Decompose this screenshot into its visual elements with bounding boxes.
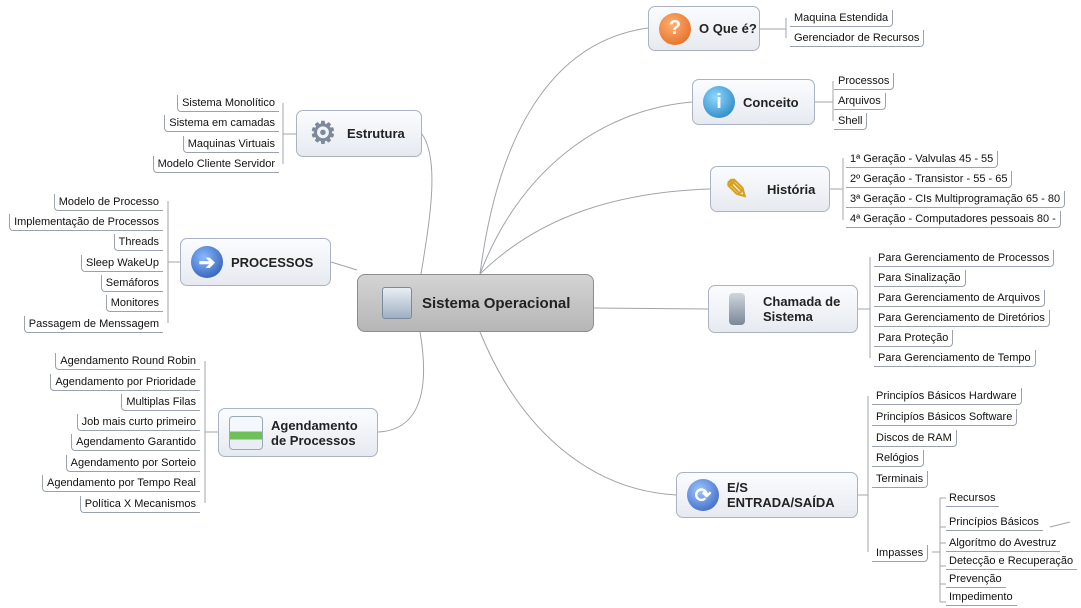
topic-label: O Que é? (699, 21, 757, 36)
leaf-item[interactable]: Sleep WakeUp (81, 255, 163, 272)
pencil-icon: ✎ (725, 173, 749, 205)
topic-agendamento[interactable]: Agendamento de Processos (218, 408, 378, 457)
impasse-item[interactable]: Princípios Básicos (946, 514, 1043, 531)
leaf-item[interactable]: Maquinas Virtuais (182, 136, 279, 153)
leaf-item[interactable]: Semáforos (100, 275, 163, 292)
leaf-item[interactable]: Principíos Básicos Software (872, 409, 1018, 426)
topic-label: E/S ENTRADA/SAÍDA (727, 480, 835, 510)
leaf-item[interactable]: Para Gerenciamento de Processos (874, 250, 1055, 267)
info-icon: i (703, 86, 735, 118)
leaf-item[interactable]: Para Proteção (874, 330, 954, 347)
leaf-item[interactable]: Agendamento Round Robin (55, 353, 200, 370)
leaf-item[interactable]: 1ª Geração - Valvulas 45 - 55 (846, 151, 999, 168)
leaf-item[interactable]: 4ª Geração - Computadores pessoais 80 - (846, 211, 1061, 228)
topic-historia[interactable]: ✎ História (710, 166, 830, 212)
impasse-item[interactable]: Recursos (946, 490, 1000, 507)
leaf-item[interactable]: Sistema Monolítico (177, 95, 279, 112)
leaf-item[interactable]: Implementação de Processos (9, 214, 163, 231)
topic-estrutura[interactable]: ⚙ Estrutura (296, 110, 422, 157)
leaf-item[interactable]: Monitores (105, 295, 163, 312)
leaf-item[interactable]: Agendamento por Tempo Real (41, 475, 200, 492)
impasse-item[interactable]: Detecção e Recuperação (946, 553, 1078, 570)
leaf-item[interactable]: Arquivos (834, 93, 886, 110)
leaf-item[interactable]: Modelo Cliente Servidor (152, 156, 279, 173)
computer-icon (382, 287, 412, 319)
leaf-item[interactable]: 3ª Geração - CIs Multiprogramação 65 - 8… (846, 191, 1066, 208)
leaf-item[interactable]: Agendamento por Sorteio (65, 455, 200, 472)
topic-conceito[interactable]: i Conceito (692, 79, 815, 125)
leaf-item[interactable]: Passagem de Menssagem (23, 316, 163, 333)
topic-label: Agendamento de Processos (271, 417, 358, 448)
leaf-item[interactable]: Job mais curto primeiro (76, 414, 200, 431)
leaf-item[interactable]: Para Gerenciamento de Arquivos (874, 290, 1046, 307)
leaf-item[interactable]: Principíos Básicos Hardware (872, 388, 1022, 405)
leaf-item[interactable]: Política X Mecanismos (79, 496, 200, 513)
refresh-icon: ⟳ (687, 479, 719, 511)
topic-chamada[interactable]: Chamada de Sistema (708, 285, 858, 333)
leaf-item[interactable]: Processos (834, 73, 895, 90)
topic-oque[interactable]: ? O Que é? (648, 6, 760, 51)
question-icon: ? (659, 12, 691, 45)
leaf-item[interactable]: Para Gerenciamento de Tempo (874, 350, 1036, 367)
calendar-icon (229, 415, 263, 450)
leaf-item[interactable]: Para Gerenciamento de Diretórios (874, 310, 1050, 327)
leaf-item[interactable]: Impasses (872, 545, 929, 562)
leaf-item[interactable]: Terminais (872, 471, 929, 488)
central-topic[interactable]: Sistema Operacional (357, 274, 594, 332)
central-label: Sistema Operacional (422, 294, 571, 312)
leaf-item[interactable]: Gerenciador de Recursos (790, 30, 925, 47)
leaf-item[interactable]: Para Sinalização (874, 270, 966, 287)
arrow-icon: ➔ (191, 246, 223, 278)
impasse-item[interactable]: Prevenção (946, 571, 1006, 588)
leaf-item[interactable]: Agendamento Garantido (71, 434, 200, 451)
topic-label: História (767, 181, 816, 197)
topic-es[interactable]: ⟳ E/S ENTRADA/SAÍDA (676, 472, 858, 518)
leaf-item[interactable]: Multiplas Filas (121, 394, 200, 411)
leaf-item[interactable]: Agendamento por Prioridade (50, 374, 200, 391)
topic-processos[interactable]: ➔ PROCESSOS (180, 238, 331, 286)
topic-label: Chamada de Sistema (763, 294, 841, 324)
topic-label: Conceito (743, 94, 799, 110)
impasse-item[interactable]: Impedimento (946, 589, 1017, 606)
leaf-item[interactable]: Relógios (872, 450, 924, 467)
phone-icon (729, 293, 745, 325)
topic-label: PROCESSOS (231, 254, 314, 270)
leaf-item[interactable]: Shell (834, 113, 868, 130)
topic-label: Estrutura (347, 126, 405, 141)
leaf-item[interactable]: Discos de RAM (872, 430, 957, 447)
leaf-item[interactable]: Maquina Estendida (790, 10, 894, 27)
leaf-item[interactable]: 2º Geração - Transistor - 55 - 65 (846, 171, 1013, 188)
gears-icon: ⚙ (309, 117, 337, 150)
leaf-item[interactable]: Threads (113, 234, 163, 251)
impasse-item[interactable]: Algorítmo do Avestruz (946, 535, 1061, 552)
leaf-item[interactable]: Sistema em camadas (164, 115, 279, 132)
leaf-item[interactable]: Modelo de Processo (53, 194, 163, 211)
